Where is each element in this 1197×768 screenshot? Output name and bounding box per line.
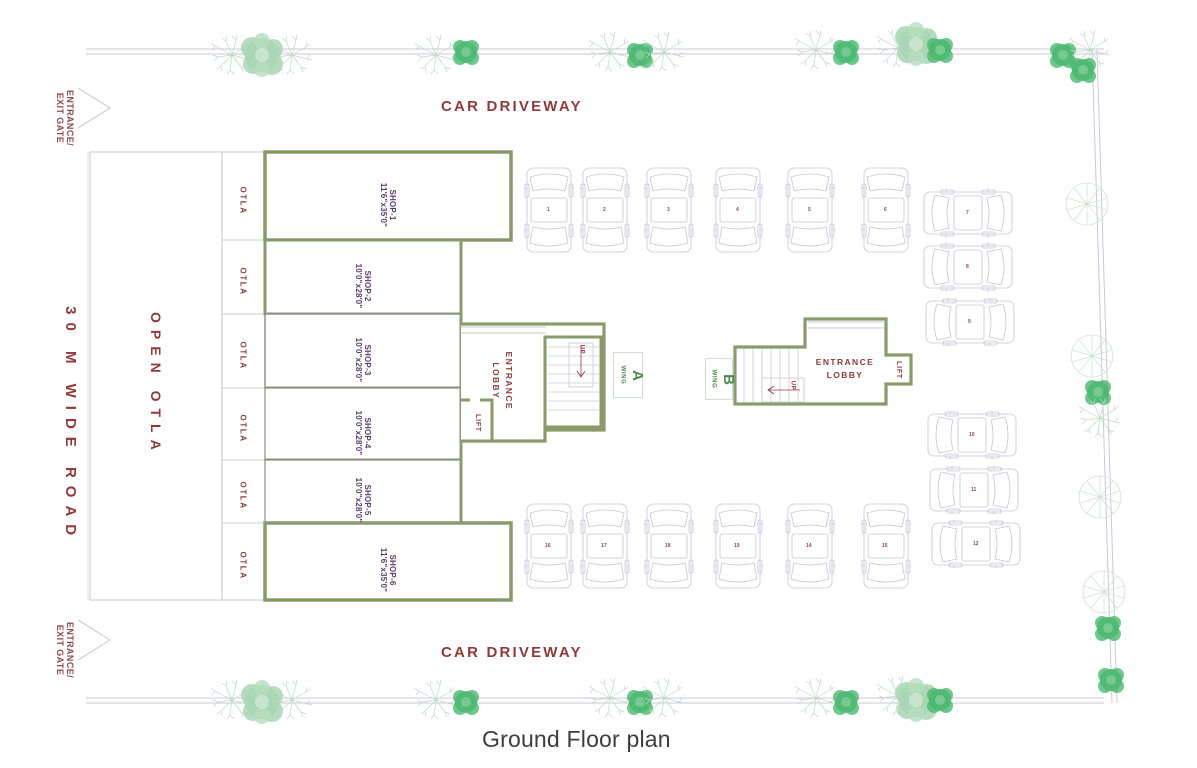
parking-number-bottom-4: 19 [734,543,740,549]
driveway-label-top: CAR DRIVEWAY [441,98,583,115]
parking-number-top-6: 6 [884,207,887,213]
otla-cell-label-5: OTLA [238,481,248,510]
otla-cell-label-3: OTLA [238,341,248,370]
shop-size-1: 11'6"x35'0" [379,182,388,228]
shop-label-6: SHOP-6 11'6"x35'0" [379,534,397,606]
shop-name-4: SHOP-4 [363,417,372,449]
wing-a-letter: A [628,369,646,381]
shop-label-1: SHOP-1 11'6"x35'0" [379,169,397,241]
wing-a-sub: WING [619,365,626,385]
wing-a-core [461,322,606,443]
parking-number-top-2: 2 [603,207,606,213]
shop-size-2: 10'0"x28'0" [354,263,363,309]
otla-cell-label-6: OTLA [238,551,248,580]
gate-bottom-line2: EXIT GATE [55,624,65,676]
parking-number-top-5: 5 [808,207,811,213]
wing-b-lobby-label: ENTRANCE LOBBY [805,356,885,382]
page-title: Ground Floor plan [482,726,671,752]
wing-a-badge: WING A [613,352,646,398]
wing-b-lobby-line2: LOBBY [826,369,864,380]
otla-cell-label-2: OTLA [238,267,248,296]
shop-name-3: SHOP-3 [363,344,372,376]
parking-number-right-5: 11 [971,487,977,493]
parking-number-right-6: 12 [973,541,979,547]
wing-b-stair-up-label: UP [789,380,796,391]
parking-number-top-3: 3 [667,207,670,213]
shop-label-2: SHOP-2 10'0"x28'0" [354,250,372,322]
gate-bottom-line1: ENTRANCE/ [65,621,75,679]
shop-name-1: SHOP-1 [388,189,397,221]
shop-label-5: SHOP-5 10'0"x28'0" [354,464,372,536]
otla-cell-label-4: OTLA [238,414,248,443]
shop-size-5: 10'0"x28'0" [354,477,363,523]
wing-a-stair-up-label: UP [578,344,585,355]
shop-name-6: SHOP-6 [388,554,397,586]
parking-number-right-2: 8 [966,264,969,270]
parking-number-bottom-3: 18 [665,543,671,549]
road-label: 30 M WIDE ROAD [62,306,80,544]
gate-top-line2: EXIT GATE [55,92,65,144]
wing-b-badge: WING B [705,358,737,400]
wing-b-sub: WING [710,369,717,389]
parking-number-top-1: 1 [547,207,550,213]
parking-number-right-3: 9 [968,319,971,325]
otla-cell-label-1: OTLA [238,186,248,215]
shop-label-3: SHOP-3 10'0"x28'0" [354,324,372,396]
gate-top-line1: ENTRANCE/ [65,89,75,147]
wing-a-lobby-line1: ENTRANCE [503,351,514,410]
shop-name-5: SHOP-5 [363,484,372,516]
shop-size-4: 10'0"x28'0" [354,410,363,456]
gate-label-top: ENTRANCE/ EXIT GATE [55,73,75,163]
wing-b-core [733,317,913,406]
shop-block [89,150,513,602]
wing-a-lobby-line2: LOBBY [491,362,501,400]
gate-label-bottom: ENTRANCE/ EXIT GATE [55,605,75,695]
parking-number-bottom-1: 16 [545,543,551,549]
gate-arrows [77,87,112,661]
parking-number-bottom-2: 17 [601,543,607,549]
shop-label-4: SHOP-4 10'0"x28'0" [354,397,372,469]
shop-size-3: 10'0"x28'0" [354,337,363,383]
shop-size-6: 11'6"x35'0" [379,547,388,593]
wing-b-letter: B [719,373,737,385]
parking-number-right-4: 10 [969,432,975,438]
wing-b-lift-label: LIFT [895,361,903,380]
wing-b-lobby-line1: ENTRANCE [815,357,875,367]
parking-number-bottom-5: 14 [806,543,812,549]
parking-number-right-1: 7 [966,210,969,216]
shop-name-2: SHOP-2 [363,270,372,302]
wing-a-lift-label: LIFT [474,414,482,433]
parking-number-bottom-6: 15 [882,543,888,549]
parking-number-top-4: 4 [736,207,739,213]
wing-a-lobby-label: ENTRANCE LOBBY [489,341,515,421]
driveway-label-bottom: CAR DRIVEWAY [441,644,583,661]
open-otla-label: OPEN OTLA [148,312,165,457]
